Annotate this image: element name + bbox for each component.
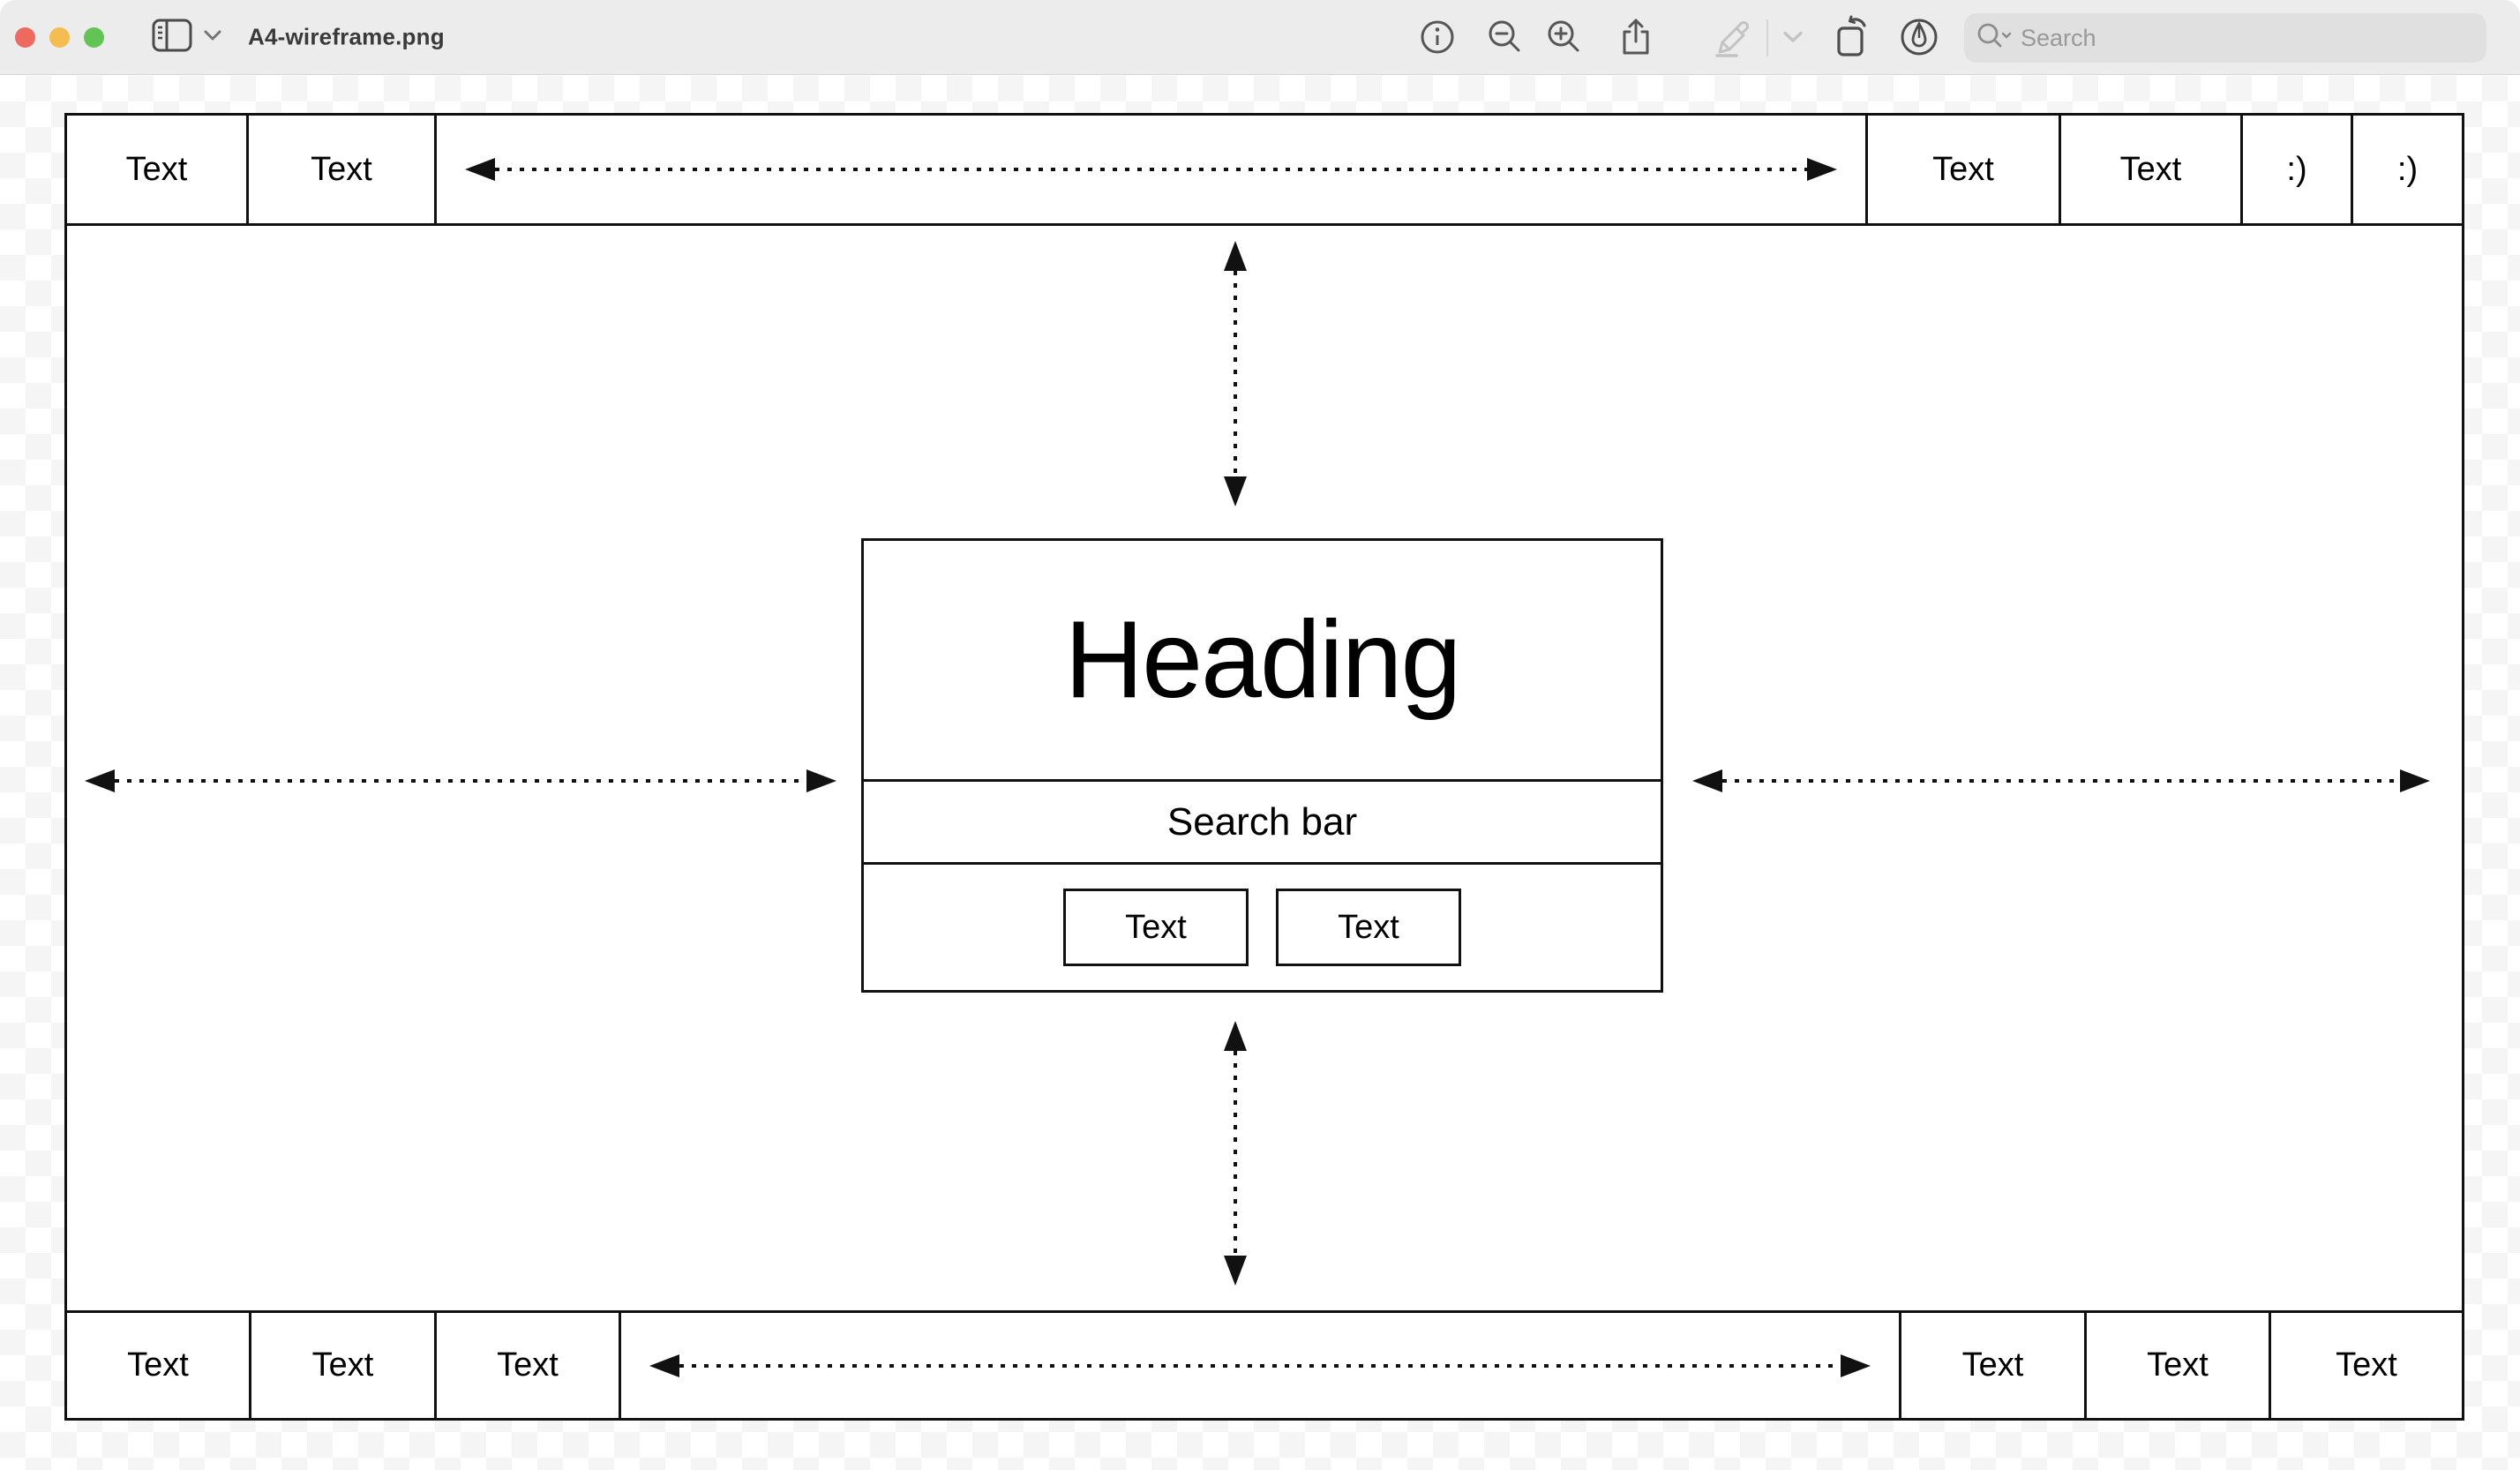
arrow-down-head (1224, 1256, 1247, 1286)
dotted-line (1234, 1051, 1237, 1256)
minimize-button[interactable] (49, 27, 70, 48)
arrow-right-head (2400, 769, 2430, 792)
arrow-down-head (1224, 476, 1247, 506)
top-bar-cell: Text (2061, 116, 2243, 223)
markup-chevron-down-icon[interactable] (1782, 30, 1804, 44)
share-icon[interactable] (1617, 16, 1654, 58)
wireframe-button: Text (1063, 889, 1249, 966)
bottom-bar-arrow-cell (621, 1313, 1901, 1418)
wireframe-bottom-bar: Text Text Text Text Text Text (67, 1310, 2462, 1418)
top-bar-cell: Text (67, 116, 249, 223)
bottom-bar-cell: Text (437, 1313, 621, 1418)
toolbar-separator (1766, 19, 1768, 56)
bottom-bar-cell: Text (67, 1313, 251, 1418)
top-bar-cell: Text (249, 116, 437, 223)
top-bar-arrow-cell (437, 116, 1868, 223)
center-box: Heading Search bar Text Text (861, 538, 1663, 993)
horizontal-spacing-arrow-right (1692, 769, 2430, 792)
vertical-spacing-arrow-bottom (1224, 1021, 1247, 1286)
arrow-left-head (465, 158, 495, 181)
arrow-left-head (649, 1354, 679, 1377)
search-bar-label: Search bar (864, 779, 1661, 865)
close-button[interactable] (15, 27, 35, 48)
title-chevron-down-icon[interactable] (203, 29, 222, 46)
dotted-line (495, 168, 1807, 171)
bottom-bar-cell: Text (2087, 1313, 2271, 1418)
dotted-line (1234, 271, 1237, 476)
info-button[interactable] (1419, 19, 1456, 56)
dotted-line (679, 1363, 1841, 1368)
bottom-bar-cell: Text (251, 1313, 437, 1418)
dotted-line (115, 779, 806, 783)
heading-label: Heading (1064, 599, 1462, 721)
rotate-left-icon[interactable] (1831, 14, 1873, 60)
bottom-bar-cell: Text (1901, 1313, 2087, 1418)
arrow-left-head (85, 769, 115, 792)
markup-pencil-icon[interactable] (1712, 15, 1751, 59)
wireframe-top-bar: Text Text Text Text :) :) (67, 116, 2462, 226)
bottom-bar-cell: Text (2336, 1346, 2397, 1384)
wireframe-page: Text Text Text Text :) :) (64, 113, 2464, 1421)
zoom-out-button[interactable] (1487, 19, 1524, 56)
top-bar-smiley-cell: :) (2396, 150, 2419, 188)
arrow-right-head (1807, 158, 1837, 181)
vertical-spacing-arrow-top (1224, 241, 1247, 506)
pen-circle-icon[interactable] (1898, 16, 1940, 58)
dotted-line (1722, 779, 2400, 783)
arrow-right-head (1841, 1354, 1871, 1377)
horizontal-spacing-arrow-left (85, 769, 836, 792)
top-bar-cell: Text (1868, 116, 2061, 223)
arrow-up-head (1224, 1021, 1247, 1051)
document-canvas: Text Text Text Text :) :) (0, 76, 2520, 1470)
button-row: Text Text (864, 865, 1661, 990)
arrow-left-head (1692, 769, 1722, 792)
search-field[interactable] (1964, 13, 2486, 63)
search-icon (1976, 22, 2012, 55)
window-title: A4-wireframe.png (248, 23, 445, 50)
arrow-right-head (806, 769, 836, 792)
search-input[interactable] (2021, 24, 2474, 52)
top-bar-smiley-cell: :) (2243, 116, 2353, 223)
zoom-window-button[interactable] (84, 27, 104, 48)
zoom-in-button[interactable] (1546, 19, 1583, 56)
wireframe-button: Text (1276, 889, 1461, 966)
sidebar-toggle-icon[interactable] (152, 19, 192, 56)
titlebar: A4-wireframe.png (0, 0, 2520, 75)
arrow-up-head (1224, 241, 1247, 271)
